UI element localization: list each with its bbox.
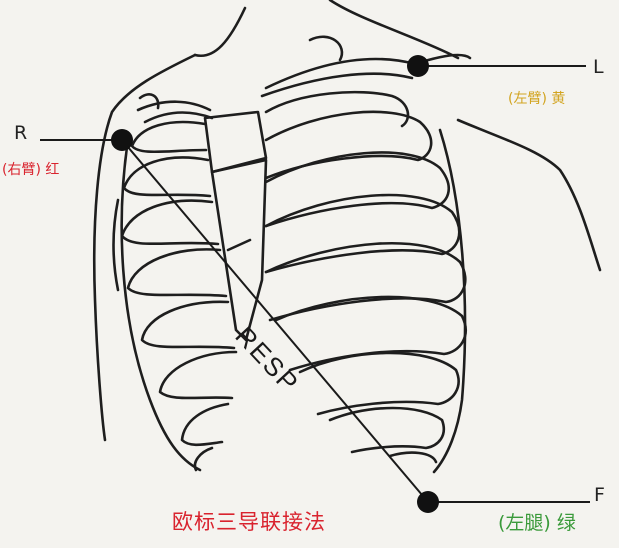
body-outline-right-side — [456, 118, 602, 272]
clavicle-left-inner — [143, 111, 214, 124]
body-outline-right-shoulder — [328, 0, 460, 60]
rib-l2 — [122, 156, 212, 198]
rib-r8 — [328, 406, 446, 454]
sternum-manubrium — [203, 110, 268, 174]
rib-r9 — [388, 451, 438, 464]
electrode-dot-F — [417, 491, 439, 513]
shoulder-top — [308, 35, 344, 62]
rib-r5 — [264, 242, 467, 322]
rib-l1 — [130, 120, 208, 154]
body-outline-left-shoulder — [92, 53, 197, 442]
electrode-sublabel-L: (左臂) 黄 — [508, 91, 566, 107]
rib-l5 — [140, 300, 236, 350]
scapula-hook — [138, 93, 160, 110]
electrode-dot-L — [407, 55, 429, 77]
rib-l8 — [193, 446, 214, 472]
clavicle-right-inner — [260, 72, 414, 98]
body-outline-neck — [193, 6, 247, 58]
sternum-detail — [226, 238, 252, 252]
rib-r1 — [264, 90, 410, 128]
electrode-label-F: F — [594, 484, 605, 506]
electrode-label-L: L — [593, 56, 604, 78]
rib-r3 — [264, 151, 451, 228]
electrode-sublabel-R: (右臂) 红 — [2, 162, 60, 178]
electrode-label-R: R — [14, 122, 28, 144]
clavicle-right — [264, 53, 472, 90]
electrode-dot-R — [111, 129, 133, 151]
electrode-sublabel-F: (左腿) 绿 — [498, 512, 576, 534]
left-ribcage-detail — [112, 198, 120, 292]
sternum-body — [210, 158, 268, 342]
rib-r4 — [264, 193, 461, 274]
rib-l7 — [180, 402, 230, 447]
rib-l6 — [158, 350, 238, 400]
rib-r2 — [264, 110, 433, 180]
left-side-wall — [120, 138, 202, 472]
diagram-caption: 欧标三导联接法 — [172, 510, 326, 534]
resp-vector-line — [121, 139, 429, 503]
clavicle-left — [136, 100, 212, 112]
right-side-wall — [432, 128, 467, 474]
rib-l4 — [126, 248, 228, 298]
rib-r7 — [298, 351, 460, 416]
